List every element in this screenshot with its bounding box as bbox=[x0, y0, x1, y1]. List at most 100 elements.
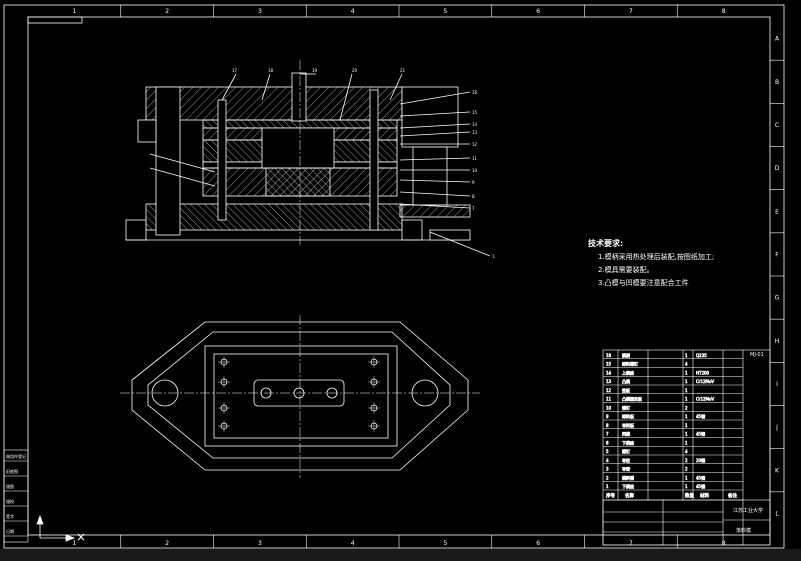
part-name: 螺钉 bbox=[622, 448, 630, 454]
zone-row-right: G bbox=[775, 295, 780, 302]
part-balloon: 18 bbox=[268, 68, 274, 73]
tech-notes-title: 技术要求: bbox=[588, 239, 624, 248]
left-strip-label: 借用件登记 bbox=[6, 453, 26, 459]
zone-row-right: B bbox=[775, 79, 779, 86]
punch bbox=[261, 127, 335, 169]
part-no: 14 bbox=[606, 370, 612, 375]
part-material: 45钢 bbox=[696, 431, 705, 437]
part-balloon: 13 bbox=[472, 130, 478, 135]
zone-row-right: F bbox=[775, 251, 779, 258]
part-balloon: 14 bbox=[472, 122, 478, 127]
part-name: 上模座 bbox=[622, 369, 634, 375]
zone-col-bottom: 6 bbox=[536, 540, 540, 547]
zone-row-right: C bbox=[775, 122, 779, 129]
part-material: Q235 bbox=[696, 353, 707, 358]
lower-die-seat bbox=[145, 203, 403, 231]
zone-col-bottom: 7 bbox=[629, 540, 633, 547]
part-no: 2 bbox=[606, 475, 609, 480]
part-qty: 4 bbox=[685, 362, 688, 367]
part-name: 凹模 bbox=[622, 431, 630, 437]
parts-header-cell: 材料 bbox=[700, 492, 709, 499]
part-name: 卸料螺钉 bbox=[622, 361, 638, 367]
part-balloon: 11 bbox=[472, 156, 478, 161]
guide-bush-right bbox=[401, 86, 459, 148]
part-no: 5 bbox=[606, 449, 609, 454]
parts-header-cell: 序号 bbox=[606, 492, 615, 499]
zone-col-top: 4 bbox=[351, 8, 355, 15]
part-name: 导套 bbox=[622, 466, 630, 472]
part-no: 13 bbox=[606, 379, 612, 384]
part-balloon: 8 bbox=[472, 194, 475, 199]
part-qty: 1 bbox=[685, 414, 688, 419]
part-balloon: 1 bbox=[492, 254, 495, 259]
zone-col-top: 5 bbox=[443, 8, 447, 15]
part-name: 导柱 bbox=[622, 457, 630, 463]
part-material: HT200 bbox=[696, 370, 710, 375]
zone-col-bottom: 2 bbox=[165, 540, 169, 547]
left-strip-label: 描校 bbox=[6, 498, 14, 504]
part-qty: 1 bbox=[685, 440, 688, 445]
part-balloon: 9 bbox=[472, 180, 475, 185]
parts-header-cell: 名称 bbox=[625, 492, 634, 499]
tech-note-3: 3.凸模与凹模要注意配合工件 bbox=[598, 279, 689, 287]
part-no: 15 bbox=[606, 362, 612, 367]
part-name: 凸模固定板 bbox=[622, 396, 642, 402]
tech-note-1: 1.模柄采用热处理后装配,按图纸加工; bbox=[598, 253, 715, 261]
drawing-name: 落料模 bbox=[736, 527, 751, 534]
zone-col-top: 7 bbox=[629, 8, 633, 15]
zone-col-top: 1 bbox=[72, 8, 76, 15]
part-no: 9 bbox=[606, 414, 609, 419]
part-qty: 1 bbox=[685, 370, 688, 375]
part-qty: 1 bbox=[685, 379, 688, 384]
zone-row-right: D bbox=[775, 165, 780, 172]
parts-header-cell: 数量 bbox=[685, 492, 694, 499]
part-name: 导料板 bbox=[622, 422, 634, 428]
part-balloon: 10 bbox=[472, 168, 478, 173]
part-material: 45钢 bbox=[696, 483, 705, 489]
part-balloon: 20 bbox=[352, 68, 358, 73]
part-qty: 1 bbox=[685, 397, 688, 402]
drawing-number: MJ-01 bbox=[750, 352, 764, 358]
zone-row-right: A bbox=[775, 36, 780, 43]
part-name: 挡料销 bbox=[622, 474, 634, 480]
part-no: 12 bbox=[606, 388, 612, 393]
zone-row-right: L bbox=[775, 510, 779, 517]
part-name: 凸模 bbox=[622, 378, 630, 384]
zone-col-bottom: 5 bbox=[443, 540, 447, 547]
part-name: 卸料板 bbox=[622, 413, 634, 419]
part-name: 销钉 bbox=[622, 404, 630, 410]
part-material: 45钢 bbox=[696, 413, 705, 419]
part-balloon: 19 bbox=[312, 68, 318, 73]
part-balloon: 15 bbox=[472, 110, 478, 115]
guide-post-right bbox=[412, 146, 448, 206]
part-balloon: 21 bbox=[400, 68, 406, 73]
command-line-strip[interactable] bbox=[0, 549, 801, 561]
part-qty: 1 bbox=[685, 388, 688, 393]
zone-col-bottom: 1 bbox=[72, 540, 76, 547]
part-material: Cr12MoV bbox=[696, 397, 714, 402]
plan-view bbox=[120, 315, 480, 478]
part-no: 7 bbox=[606, 432, 609, 437]
part-qty: 1 bbox=[685, 432, 688, 437]
part-qty: 1 bbox=[685, 484, 688, 489]
tech-note-2: 2.模具需要装配。 bbox=[598, 266, 654, 274]
part-no: 16 bbox=[606, 353, 612, 358]
zone-col-top: 8 bbox=[722, 8, 726, 15]
zone-col-bottom: 4 bbox=[351, 540, 355, 547]
left-strip-label: 签字 bbox=[6, 513, 14, 519]
part-qty: 1 bbox=[685, 353, 688, 358]
zone-col-top: 3 bbox=[258, 8, 262, 15]
left-strip-label: 旧底图 bbox=[6, 468, 18, 474]
zone-row-right: K bbox=[775, 467, 780, 474]
part-name: 垫板 bbox=[622, 387, 630, 393]
left-strip-label: 描图 bbox=[6, 483, 14, 489]
part-material: 45钢 bbox=[696, 474, 705, 480]
part-no: 3 bbox=[606, 467, 609, 472]
upper-die-seat bbox=[145, 86, 403, 121]
part-material: Cr12MoV bbox=[696, 379, 714, 384]
zone-row-right: J bbox=[775, 424, 778, 431]
die-shank bbox=[291, 72, 307, 122]
